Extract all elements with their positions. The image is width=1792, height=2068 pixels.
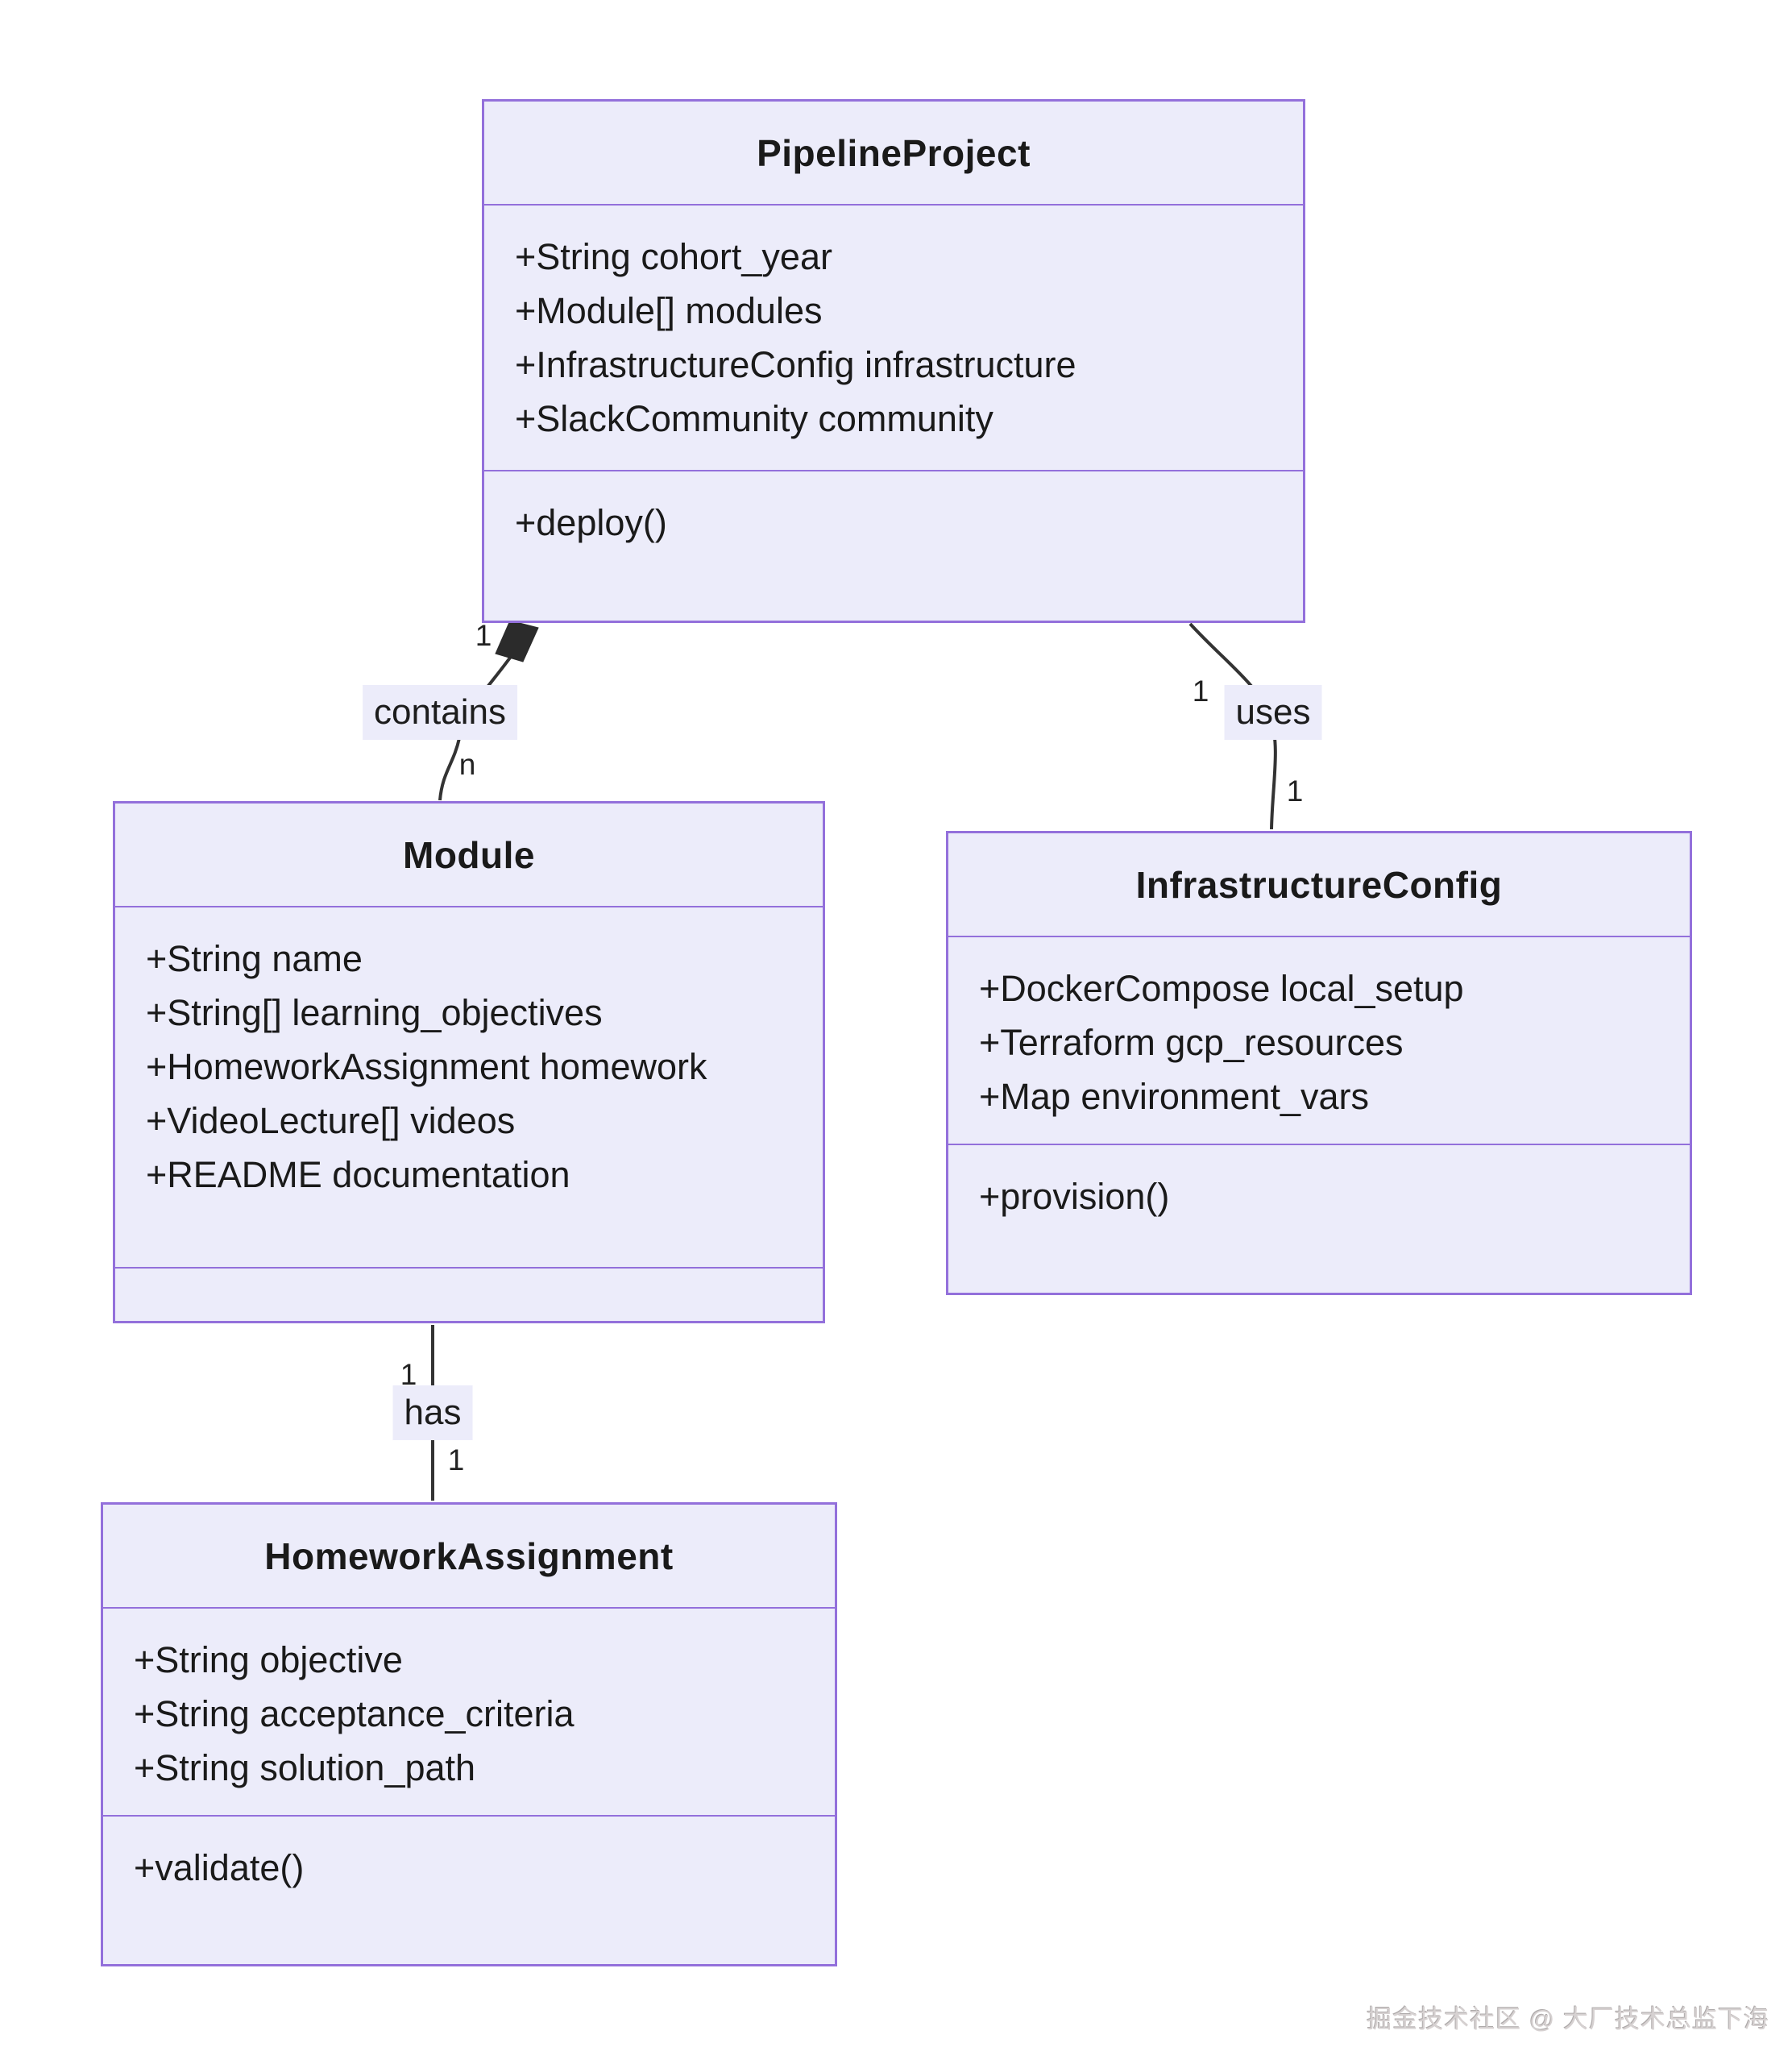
class-methods — [115, 1267, 823, 1321]
class-title: HomeworkAssignment — [264, 1534, 674, 1577]
class-methods: +deploy() — [484, 470, 1303, 621]
class-pipelineproject: PipelineProject +String cohort_year +Modu… — [482, 99, 1305, 623]
class-member: +provision() — [979, 1176, 1170, 1217]
class-member: +deploy() — [515, 502, 667, 543]
class-member: +Terraform gcp_resources — [979, 1022, 1404, 1063]
class-title: PipelineProject — [757, 131, 1031, 174]
class-title: Module — [403, 833, 535, 876]
class-member: +String name — [146, 938, 363, 979]
class-member: +SlackCommunity community — [515, 398, 993, 439]
class-homeworkassignment: HomeworkAssignment +String objective+Str… — [101, 1502, 837, 1966]
class-attributes: +String cohort_year +Module[] modules +Inf… — [484, 204, 1303, 470]
class-member: +String cohort_year — [515, 236, 832, 277]
class-member: +HomeworkAssignment homework — [146, 1046, 707, 1087]
class-methods: +validate() — [103, 1815, 835, 1964]
class-member: +String acceptance_criteria — [134, 1693, 575, 1734]
class-attributes: +String objective +String acceptance_crit… — [103, 1607, 835, 1815]
cardinality-uses-from: 1 — [1192, 675, 1209, 708]
class-member: +VideoLecture[] videos — [146, 1100, 516, 1141]
cardinality-has-to: 1 — [447, 1443, 465, 1476]
class-member: +README documentation — [146, 1154, 570, 1195]
class-attributes: +DockerCompose local_setup +Terraform gcp… — [948, 936, 1690, 1144]
edge-label-contains: contains — [363, 685, 517, 740]
cardinality-has-from: 1 — [400, 1358, 417, 1391]
cardinality-uses-to: 1 — [1286, 774, 1304, 808]
class-member: +InfrastructureConfig infrastructure — [515, 344, 1076, 385]
composition-diamond — [495, 620, 539, 662]
class-attributes: +String name +String[] learning_objective… — [115, 906, 823, 1267]
class-member: +DockerCompose local_setup — [979, 968, 1464, 1009]
edge-label-uses: uses — [1224, 685, 1322, 740]
edge-label-has: has — [392, 1385, 473, 1440]
cardinality-contains-to: n — [458, 748, 476, 781]
class-module: Module +String name +String[] learning_ob… — [113, 801, 825, 1323]
class-member: +Module[] modules — [515, 290, 823, 331]
class-member: +String objective — [134, 1639, 403, 1680]
class-member: +String[] learning_objectives — [146, 992, 603, 1033]
watermark-text: 掘金技术社区 @ 大厂技术总监下海 — [1367, 2005, 1769, 2033]
class-member: +Map environment_vars — [979, 1076, 1369, 1117]
class-member: +String solution_path — [134, 1747, 476, 1788]
class-methods: +provision() — [948, 1144, 1690, 1293]
cardinality-contains-from: 1 — [475, 619, 492, 652]
class-infrastructureconfig: InfrastructureConfig +DockerCompose loca… — [946, 831, 1692, 1295]
class-title: InfrastructureConfig — [1135, 863, 1503, 906]
class-member: +validate() — [134, 1847, 305, 1888]
